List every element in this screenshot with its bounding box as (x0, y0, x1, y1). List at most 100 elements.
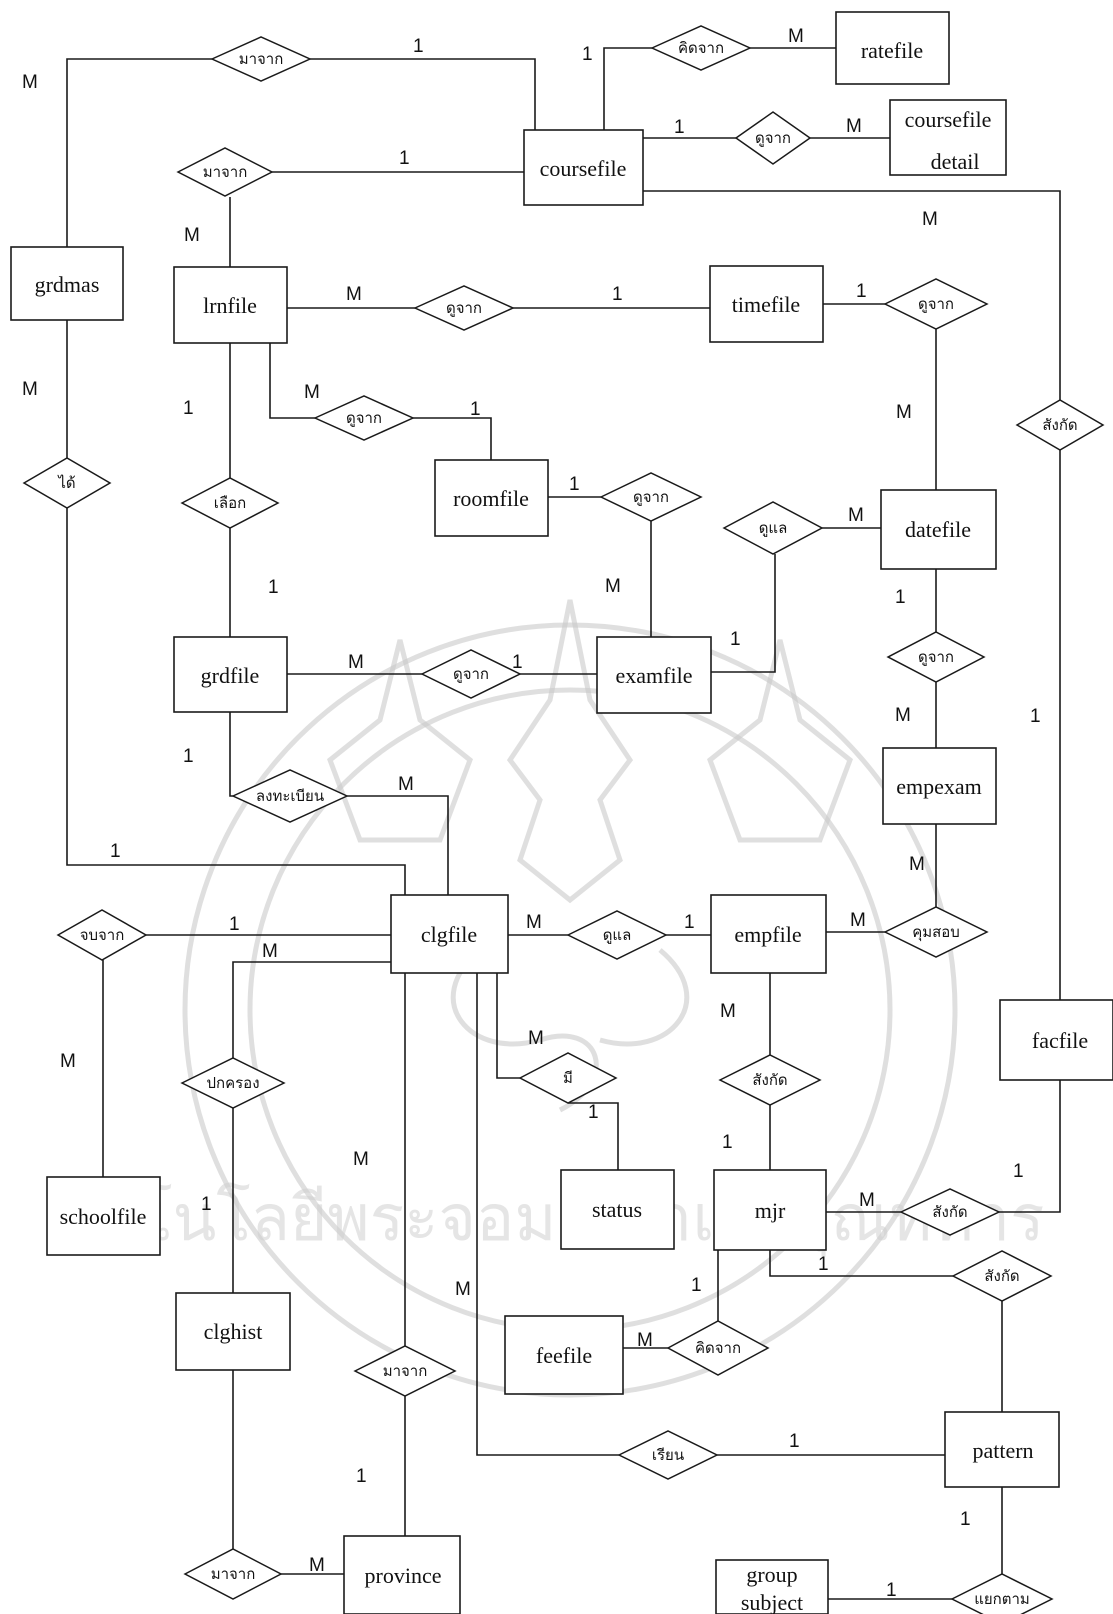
cardinality-label: M (22, 72, 38, 93)
svg-text:สังกัด: สังกัด (932, 1203, 967, 1221)
entity-clgfile: clgfile (390, 894, 509, 974)
svg-text:เรียน: เรียน (652, 1446, 684, 1464)
cardinality-label: 1 (470, 399, 481, 420)
cardinality-label: 1 (413, 36, 424, 57)
svg-text:ได้: ได้ (57, 474, 75, 492)
svg-text:clghist: clghist (204, 1319, 263, 1344)
cardinality-label: M (846, 116, 862, 137)
cardinality-label: 1 (818, 1254, 829, 1275)
relationship-datefile-empexam: ดูจาก (886, 631, 986, 683)
svg-text:มาจาก: มาจาก (211, 1565, 256, 1583)
svg-text:มาจาก: มาจาก (203, 163, 248, 181)
relationship-schoolfile-clgfile: จบจาก (56, 909, 148, 961)
cardinality-label: M (60, 1051, 76, 1072)
cardinality-label: M (22, 379, 38, 400)
entity-province: province (343, 1535, 461, 1614)
entity-clghist: clghist (175, 1292, 291, 1371)
cardinality-label: M (398, 774, 414, 795)
cardinalities: M 1 1 M 1 M 1 M M M 1 1 M 1 M 1 M 1 M M … (22, 26, 1041, 1601)
relationship-roomfile-examfile: ดูจาก (599, 472, 703, 522)
cardinality-label: M (353, 1149, 369, 1170)
cardinality-label: 1 (356, 1466, 367, 1487)
svg-text:examfile: examfile (616, 663, 693, 688)
relationships: มาจาก คิดจาก ดูจาก มาจาก ดูจาก ดูจาก ดูจ… (22, 25, 1105, 1614)
relationship-lrnfile-roomfile: ดูจาก (313, 395, 415, 441)
cardinality-label: 1 (1013, 1161, 1024, 1182)
entity-coursefile: coursefile (523, 129, 644, 206)
svg-text:จบจาก: จบจาก (80, 926, 125, 944)
cardinality-label: M (309, 1555, 325, 1576)
svg-text:ดูจาก: ดูจาก (346, 409, 382, 427)
cardinality-label: 1 (960, 1509, 971, 1530)
svg-text:ดูแล: ดูแล (759, 519, 788, 537)
svg-text:lrnfile: lrnfile (203, 293, 257, 318)
svg-text:เลือก: เลือก (214, 494, 246, 512)
relationship-examfile-datefile: ดูแล (722, 501, 824, 555)
cardinality-label: M (850, 910, 866, 931)
cardinality-label: 1 (674, 117, 685, 138)
relationship-mjr-feefile: คิดจาก (666, 1320, 770, 1376)
svg-text:grdfile: grdfile (201, 663, 260, 688)
svg-text:คิดจาก: คิดจาก (695, 1339, 741, 1357)
entity-lrnfile: lrnfile (173, 266, 288, 344)
relationship-clghist-province: มาจาก (183, 1548, 283, 1600)
svg-text:ดูจาก: ดูจาก (453, 665, 489, 683)
entity-ratefile: ratefile (835, 11, 950, 85)
relationship-coursefile-ratefile: คิดจาก (650, 25, 752, 71)
entity-examfile: examfile (596, 636, 712, 714)
cardinality-label: M (859, 1190, 875, 1211)
entity-feefile: feefile (504, 1315, 624, 1395)
cardinality-label: 1 (582, 44, 593, 65)
svg-text:มาจาก: มาจาก (383, 1362, 428, 1380)
entity-empexam: empexam (882, 747, 997, 825)
svg-text:coursefile: coursefile (540, 156, 627, 181)
connector-lines (58, 47, 1061, 1600)
relationship-empfile-empexam: คุมสอบ (883, 906, 989, 958)
svg-text:province: province (365, 1563, 442, 1588)
cardinality-label: 1 (856, 281, 867, 302)
cardinality-label: 1 (1030, 706, 1041, 727)
entities: ratefile coursefile coursefile detail gr… (10, 11, 1113, 1614)
svg-text:empfile: empfile (734, 922, 801, 947)
relationship-mjr-pattern: สังกัด (951, 1250, 1053, 1302)
relationship-grdfile-clgfile: ลงทะเบียน (231, 769, 349, 823)
svg-text:ดูจาก: ดูจาก (755, 129, 791, 147)
svg-text:ดูจาก: ดูจาก (918, 648, 954, 666)
relationship-grdmas-coursefile: มาจาก (210, 36, 312, 82)
cardinality-label: M (896, 402, 912, 423)
svg-text:status: status (592, 1197, 642, 1222)
cardinality-label: 1 (730, 629, 741, 650)
cardinality-label: M (909, 854, 925, 875)
entity-coursefile-detail: coursefile detail (889, 99, 1007, 176)
svg-text:timefile: timefile (732, 292, 800, 317)
svg-text:coursefile: coursefile (905, 107, 992, 132)
relationship-clgfile-status: มี (518, 1052, 618, 1104)
cardinality-label: 1 (569, 474, 580, 495)
entity-facfile: facfile (999, 999, 1113, 1081)
svg-text:roomfile: roomfile (453, 486, 529, 511)
cardinality-label: 1 (886, 1580, 897, 1601)
relationship-timefile-datefile: ดูจาก (883, 278, 989, 330)
svg-text:detail: detail (931, 149, 980, 174)
svg-text:ratefile: ratefile (861, 38, 923, 63)
svg-text:สังกัด: สังกัด (984, 1267, 1019, 1285)
cardinality-label: M (348, 652, 364, 673)
svg-text:ดูจาก: ดูจาก (918, 295, 954, 313)
cardinality-label: M (346, 284, 362, 305)
cardinality-label: 1 (789, 1431, 800, 1452)
svg-text:มาจาก: มาจาก (239, 50, 284, 68)
svg-text:clgfile: clgfile (421, 922, 477, 947)
relationship-grdmas-clgfile: ได้ (22, 457, 112, 509)
entity-mjr: mjr (713, 1169, 827, 1251)
cardinality-label: M (637, 1330, 653, 1351)
svg-text:แยกตาม: แยกตาม (974, 1590, 1030, 1608)
cardinality-label: 1 (722, 1132, 733, 1153)
relationship-grdfile-examfile: ดูจาก (420, 649, 522, 699)
cardinality-label: M (526, 912, 542, 933)
svg-text:ปกครอง: ปกครอง (206, 1074, 259, 1092)
entity-timefile: timefile (709, 265, 824, 343)
svg-text:คิดจาก: คิดจาก (678, 39, 724, 57)
cardinality-label: M (605, 576, 621, 597)
svg-text:คุมสอบ: คุมสอบ (912, 923, 960, 942)
